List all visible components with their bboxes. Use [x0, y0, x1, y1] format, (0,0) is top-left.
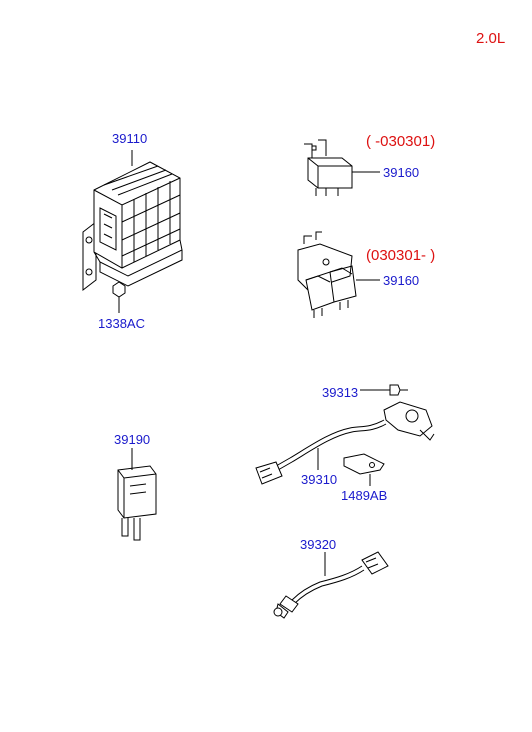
part-number-bolt: 1338AC — [98, 316, 145, 331]
bolt-1338ac-drawing — [112, 281, 126, 313]
part-number-ecu: 39110 — [112, 131, 148, 146]
o2-sensor-drawing — [273, 551, 389, 619]
part-number-relay-single: 39190 — [114, 432, 151, 447]
part-number-relay-top: 39160 — [383, 165, 420, 180]
part-number-bolt-small: 39313 — [322, 385, 359, 400]
part-number-relay-bottom: 39160 — [383, 273, 420, 288]
bracket-1489ab-drawing — [343, 453, 385, 486]
relay-bottom-note: (030301- ) — [366, 247, 436, 264]
crank-sensor-drawing — [255, 401, 435, 485]
part-number-o2-sensor: 39320 — [300, 537, 337, 552]
relay-top-drawing — [304, 139, 380, 196]
relay-bottom-drawing — [297, 231, 380, 318]
relay-39190-drawing — [117, 448, 157, 541]
bolt-39313-drawing — [360, 384, 408, 396]
part-number-bracket: 1489AB — [341, 488, 388, 503]
engine-label: 2.0L — [476, 30, 506, 47]
part-number-crank-sensor: 39310 — [301, 472, 338, 487]
relay-top-note: ( -030301) — [366, 133, 436, 150]
ecu-module-drawing — [82, 150, 183, 292]
